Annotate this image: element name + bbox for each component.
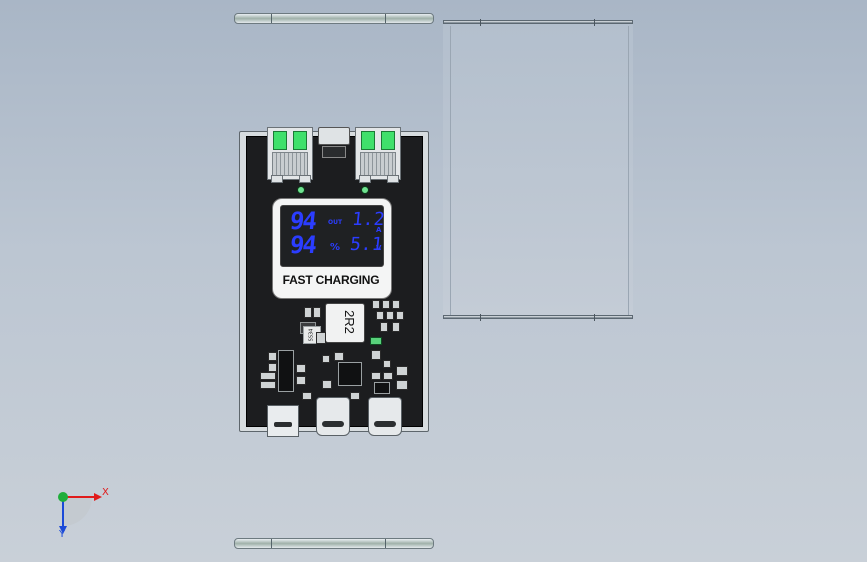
inductor-marking: 2R2 <box>342 310 357 334</box>
diode-marking: SS34 <box>308 328 315 342</box>
ic-chip-left[interactable] <box>276 350 296 392</box>
smd-resistor <box>296 376 306 385</box>
current-unit: A <box>376 226 382 234</box>
smd-resistor <box>392 300 400 309</box>
smd-resistor <box>260 381 276 389</box>
top-switch[interactable] <box>318 127 350 145</box>
smd-resistor <box>296 364 306 373</box>
battery-percent-digits: 94 <box>288 207 317 235</box>
smd-resistor <box>268 363 277 372</box>
smd-resistor <box>260 372 276 380</box>
smd-capacitor <box>371 350 381 360</box>
lcd-screen <box>280 205 384 267</box>
side-view-bottom-rail[interactable] <box>443 314 633 321</box>
smd-resistor <box>371 372 381 380</box>
smd-resistor <box>380 322 388 332</box>
ic-chip-small[interactable] <box>372 382 392 394</box>
smd-capacitor <box>396 380 408 390</box>
out-label: OUT <box>328 219 343 226</box>
voltage-unit: V <box>376 244 382 252</box>
smd-led <box>370 337 382 345</box>
battery-percent-digits-lower: 94 <box>288 231 317 259</box>
smd-resistor <box>313 307 321 318</box>
axis-x-label: X <box>102 487 109 498</box>
smd-resistor <box>322 380 332 389</box>
percent-unit: % <box>330 242 341 253</box>
side-view-edge-line <box>628 26 629 316</box>
usb-c-port-right[interactable] <box>368 397 402 436</box>
switch-housing <box>322 146 346 158</box>
smd-resistor <box>386 311 394 320</box>
smd-resistor <box>383 372 393 380</box>
side-view-panel[interactable] <box>443 22 633 318</box>
smd-resistor <box>372 300 380 309</box>
smd-resistor <box>396 311 404 320</box>
smd-resistor <box>302 392 312 400</box>
axis-y-label: Y <box>59 529 66 540</box>
top-edge-view[interactable] <box>234 13 434 24</box>
smd-resistor <box>350 392 360 400</box>
axis-triad[interactable]: X Y <box>46 480 109 540</box>
usb-a-port-left[interactable] <box>267 127 313 183</box>
smd-resistor <box>268 352 277 361</box>
smd-resistor <box>322 355 330 363</box>
ic-controller[interactable] <box>336 362 364 386</box>
usb-a-port-right[interactable] <box>355 127 401 183</box>
bottom-edge-view[interactable] <box>234 538 434 549</box>
smd-resistor <box>304 307 312 318</box>
smd-capacitor <box>396 366 408 376</box>
smd-resistor <box>383 360 391 368</box>
led-right <box>361 186 369 194</box>
side-view-top-rail[interactable] <box>443 19 633 26</box>
smd-resistor <box>392 322 400 332</box>
smd-resistor <box>382 300 390 309</box>
fast-charging-label: FAST CHARGING <box>282 273 380 287</box>
smd-capacitor <box>316 332 326 344</box>
smd-resistor <box>334 352 344 361</box>
smd-resistor <box>376 311 384 320</box>
micro-usb-port[interactable] <box>267 405 299 437</box>
usb-c-port-left[interactable] <box>316 397 350 436</box>
side-view-edge-line <box>450 26 451 316</box>
inductor-2r2[interactable]: 2R2 <box>325 303 365 343</box>
axis-triad-graphic <box>58 492 102 534</box>
led-left <box>297 186 305 194</box>
